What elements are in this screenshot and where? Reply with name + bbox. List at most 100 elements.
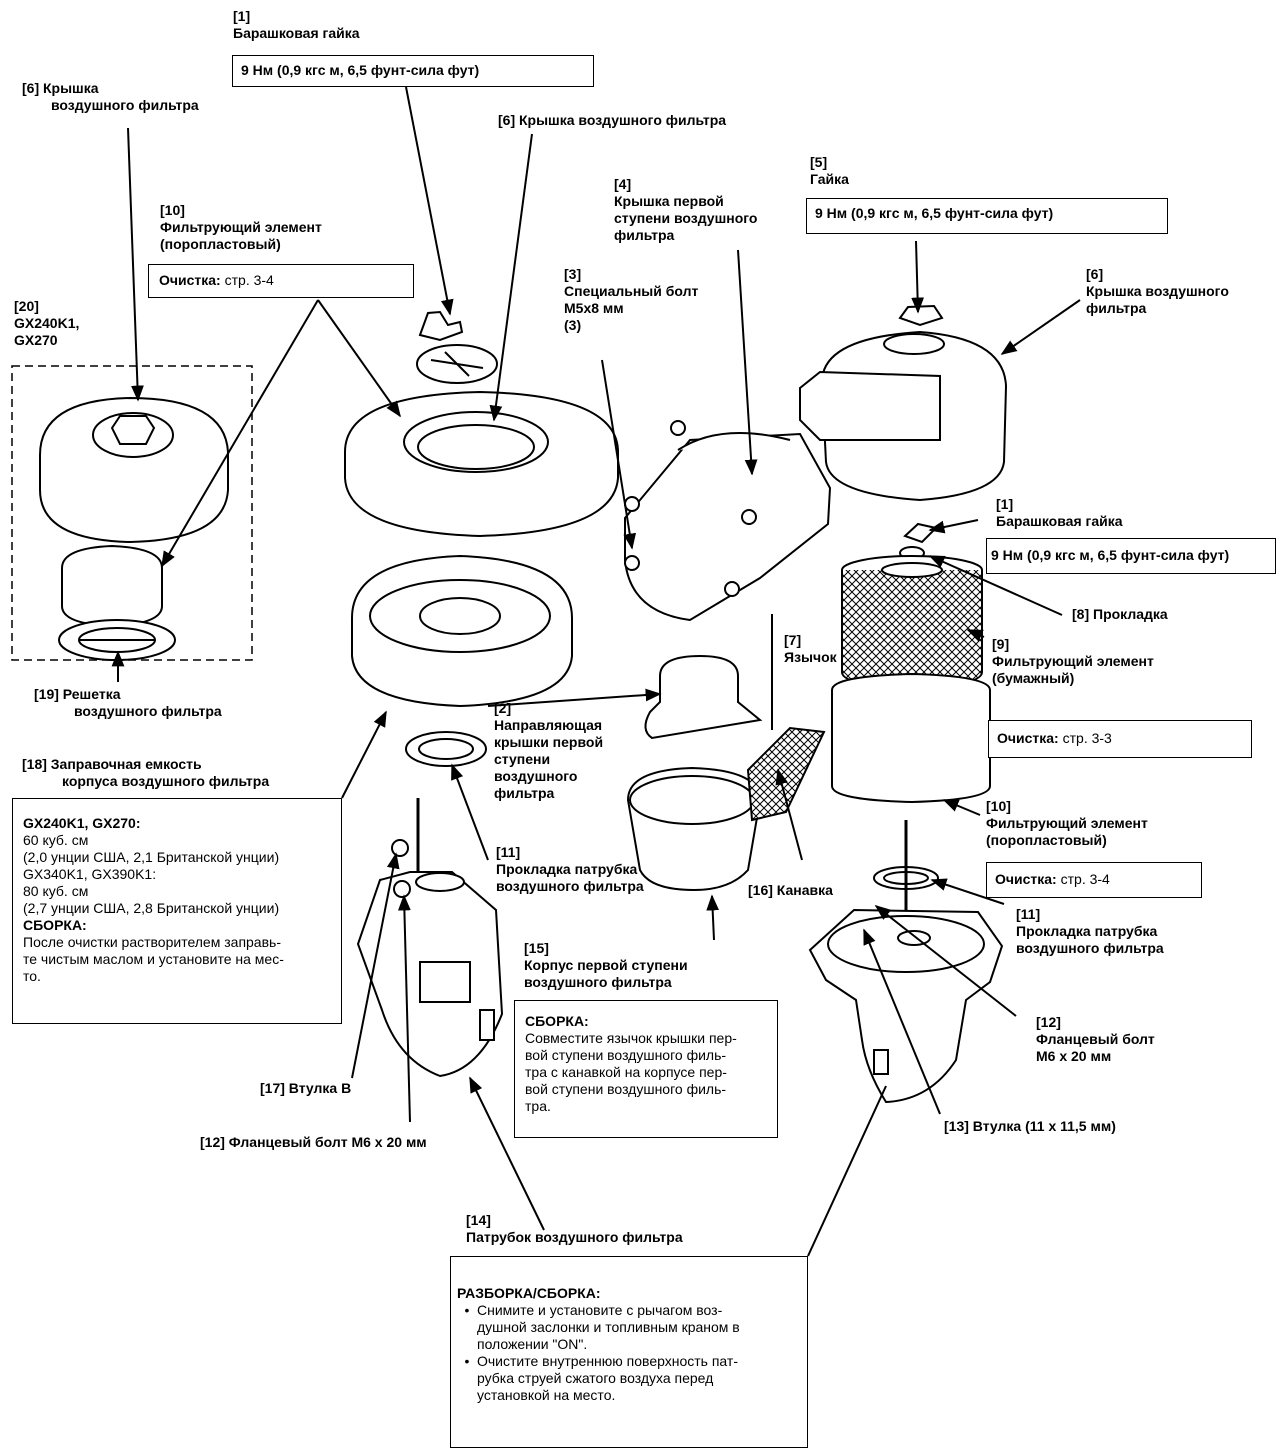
- note-line: душной заслонки и топливным краном в: [477, 1319, 740, 1335]
- label-line: воздушного фильтра: [74, 703, 222, 719]
- label-line: [11]: [1016, 906, 1041, 922]
- label-packing: [8] Прокладка: [1072, 606, 1168, 623]
- primary-air-cleaner-cover: [624, 431, 832, 622]
- torque-box-wing-nut-right: 9 Нм (0,9 кгс м, 6,5 фунт-сила фут): [986, 538, 1276, 574]
- note-line: положении "ON".: [477, 1336, 588, 1352]
- label-line: [9]: [992, 636, 1010, 652]
- cleaning-box-paper-element: Очистка: стр. 3-3: [988, 720, 1252, 758]
- cleaning-label: Очистка:: [159, 272, 221, 288]
- label-special-bolt: [3] Специальный болт М5х8 мм (3): [564, 266, 698, 334]
- note-title: СБОРКА:: [23, 917, 87, 933]
- label-line: воздушного фильтра: [51, 97, 199, 113]
- air-cleaner-elbow-right: [808, 820, 1004, 1104]
- label-line: Направляющая: [494, 717, 603, 733]
- note-title: РАЗБОРКА/СБОРКА:: [457, 1285, 601, 1301]
- label-line: фильтра: [1086, 300, 1147, 316]
- note-bullet: • Снимите и установите с рычагом воз- ду…: [457, 1302, 801, 1353]
- leader-wing-nut-top: [405, 86, 454, 316]
- label-line: Фланцевый болт: [1036, 1031, 1155, 1047]
- label-line: [19] Решетка: [34, 686, 121, 702]
- bullet-dot: •: [464, 1302, 470, 1318]
- label-groove: [16] Канавка: [748, 882, 833, 899]
- label-line: Фильтрующий элемент: [160, 219, 322, 235]
- note-line: GX340K1, GX390K1:: [23, 866, 157, 882]
- label-collar-b: [17] Втулка В: [260, 1080, 351, 1097]
- label-primary-case: [15] Корпус первой ступени воздушного фи…: [524, 940, 688, 991]
- label-primary-cover: [4] Крышка первой ступени воздушного фил…: [614, 176, 757, 244]
- leader-packing-right: [930, 878, 1005, 905]
- note-line: рубка струей сжатого воздуха перед: [477, 1370, 714, 1386]
- leader-elbow-center: [469, 1076, 545, 1231]
- label-fill-reservoir: [18] Заправочная емкость корпуса воздушн…: [22, 756, 269, 790]
- label-line: крышки первой: [494, 734, 604, 750]
- air-cleaner-case: [351, 554, 573, 708]
- leader-paper-element: [966, 629, 985, 642]
- label-line: воздушного фильтра: [524, 974, 672, 990]
- leader-cover-right: [1000, 299, 1081, 355]
- note-line: те чистым маслом и установите на мес-: [23, 951, 284, 967]
- bullet-text: Снимите и установите с рычагом воз- душн…: [477, 1302, 740, 1353]
- wing-nut-right: [903, 522, 938, 544]
- label-line: [12]: [1036, 1014, 1061, 1030]
- leader-cover-center: [489, 133, 533, 422]
- label-line: [18] Заправочная емкость: [22, 756, 202, 772]
- leader-guide: [487, 688, 662, 707]
- primary-case: [626, 726, 826, 892]
- label-cover-center: [6] Крышка воздушного фильтра: [498, 112, 726, 129]
- air-cleaner-elbow-center: [356, 798, 504, 1078]
- label-line: GX270: [14, 332, 58, 348]
- label-line: воздушного фильтра: [496, 878, 644, 894]
- collar-b-bolt: [391, 839, 411, 898]
- label-line: (3): [564, 317, 582, 333]
- leader-foam-center-b: [161, 299, 319, 568]
- leader-packing-center: [451, 763, 489, 861]
- label-line: Барашковая гайка: [996, 513, 1123, 529]
- label-text: [8] Прокладка: [1072, 606, 1168, 622]
- label-elbow-packing-center: [11] Прокладка патрубка воздушного фильт…: [496, 844, 644, 895]
- wing-nut-center: [418, 310, 464, 342]
- label-flange-bolt-bottom: [12] Фланцевый болт М6 х 20 мм: [200, 1134, 427, 1151]
- label-line: Язычок: [784, 649, 837, 665]
- label-text: [16] Канавка: [748, 882, 833, 898]
- note-line: Снимите и установите с рычагом воз-: [477, 1302, 723, 1318]
- note-line: вой ступени воздушного филь-: [525, 1047, 727, 1063]
- special-bolts: [624, 420, 757, 597]
- label-line: М5х8 мм: [564, 300, 624, 316]
- label-line: Крышка воздушного: [1086, 283, 1229, 299]
- label-line: фильтра: [614, 227, 675, 243]
- torque-value: 9 Нм (0,9 кгс м, 6,5 фунт-сила фут): [241, 62, 480, 78]
- paper-element: [841, 555, 983, 688]
- leader-primary-cover: [737, 249, 758, 476]
- center-air-cleaner-cover: [344, 390, 619, 538]
- torque-box-nut: 9 Нм (0,9 кгс м, 6,5 фунт-сила фут): [806, 198, 1168, 234]
- bullet-text: Очистите внутреннюю поверхность пат- руб…: [477, 1353, 738, 1404]
- label-text: [6] Крышка воздушного фильтра: [498, 112, 727, 128]
- leader-flange-bolt-right: [874, 905, 1017, 1017]
- label-paper-element: [9] Фильтрующий элемент (бумажный): [992, 636, 1154, 687]
- leader-case: [341, 710, 387, 799]
- cleaning-box-foam-right: Очистка: стр. 3-4: [986, 862, 1202, 898]
- label-line: корпуса воздушного фильтра: [62, 773, 270, 789]
- label-cover-right: [6] Крышка воздушного фильтра: [1086, 266, 1229, 317]
- label-line: [2]: [494, 700, 512, 716]
- label-line: Фильтрующий элемент: [992, 653, 1154, 669]
- torque-box-wing-nut-top: 9 Нм (0,9 кгс м, 6,5 фунт-сила фут): [232, 55, 594, 87]
- leader-flange-bolt-bottom: [397, 894, 411, 1123]
- label-gx240-group: [20] GX240K1, GX270: [14, 298, 79, 349]
- wing-nut-top-right: [898, 304, 944, 327]
- label-foam-center: [10] Фильтрующий элемент (поропластовый): [160, 202, 322, 253]
- leader-nut: [911, 240, 924, 314]
- leader-primary-case: [706, 894, 720, 941]
- label-wing-nut-top: [1] Барашковая гайка: [233, 8, 360, 42]
- label-line: [1]: [996, 496, 1014, 512]
- label-line: [3]: [564, 266, 582, 282]
- leader-cover-left: [127, 127, 144, 402]
- note-line: установкой на место.: [477, 1387, 616, 1403]
- label-tab: [7] Язычок: [784, 632, 837, 666]
- label-line: [20]: [14, 298, 39, 314]
- cleaning-page: стр. 3-4: [224, 272, 274, 288]
- label-foam-right: [10] Фильтрующий элемент (поропластовый): [986, 798, 1148, 849]
- label-grid: [19] Решетка воздушного фильтра: [34, 686, 222, 720]
- label-line: [4]: [614, 176, 632, 192]
